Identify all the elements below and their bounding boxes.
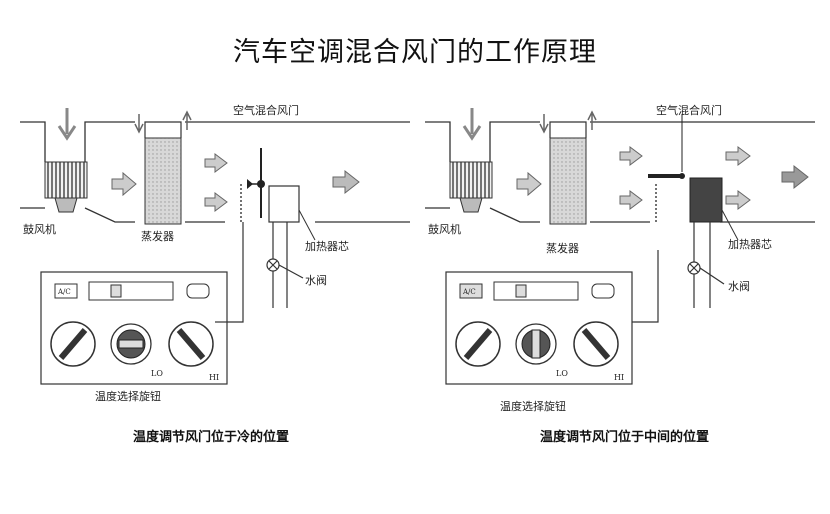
damper-label: 空气混合风门 <box>656 103 722 117</box>
caption: 温度调节风门位于中间的位置 <box>540 429 709 445</box>
air-mix-damper <box>240 148 265 222</box>
caption: 温度调节风门位于冷的位置 <box>133 429 289 445</box>
hi-label: HI <box>209 373 219 382</box>
diagram-cold-position: 空气混合风门 鼓风机 蒸发器 加热器芯 水阀 A/C LO HI 温度选择旋钮 … <box>15 100 415 460</box>
diagram-middle-position: 空气混合风门 鼓风机 蒸发器 加热器芯 水阀 A/C LO HI 温度选择旋钮 … <box>420 100 820 460</box>
water-valve <box>215 222 304 323</box>
ac-label: A/C <box>57 288 71 296</box>
airflow-arrows <box>516 146 809 210</box>
hvac-diagram-svg: 空气混合风门 鼓风机 蒸发器 加热器芯 水阀 A/C LO HI 温度选择旋钮 … <box>20 103 410 445</box>
lo-label: LO <box>556 369 568 378</box>
blower-label: 鼓风机 <box>428 222 461 236</box>
heater-core-label: 加热器芯 <box>305 239 349 253</box>
heater-core-label: 加热器芯 <box>728 237 772 251</box>
evaporator-label: 蒸发器 <box>141 229 174 243</box>
knob-label: 温度选择旋钮 <box>500 399 566 413</box>
lo-label: LO <box>151 369 163 378</box>
hi-label: HI <box>614 373 624 382</box>
control-panel <box>445 271 634 385</box>
page-title: 汽车空调混合风门的工作原理 <box>233 37 597 68</box>
damper-label: 空气混合风门 <box>233 103 299 117</box>
blower <box>44 108 88 213</box>
evaporator <box>539 110 597 225</box>
water-valve-label: 水阀 <box>305 273 327 287</box>
control-panel <box>40 271 228 385</box>
airflow-arrows <box>111 153 360 212</box>
evaporator <box>134 110 192 225</box>
blower <box>449 108 493 213</box>
air-mix-damper <box>648 114 685 222</box>
heater-core <box>268 185 316 241</box>
air-duct <box>425 121 815 223</box>
blower-label: 鼓风机 <box>23 222 56 236</box>
water-valve <box>634 222 725 323</box>
ac-label: A/C <box>462 288 476 296</box>
knob-label: 温度选择旋钮 <box>95 389 161 403</box>
evaporator-label: 蒸发器 <box>546 241 579 255</box>
heater-core <box>689 177 739 241</box>
air-duct <box>20 121 410 223</box>
hvac-diagram-svg: 空气混合风门 鼓风机 蒸发器 加热器芯 水阀 A/C LO HI 温度选择旋钮 … <box>425 103 815 445</box>
water-valve-label: 水阀 <box>728 279 750 293</box>
